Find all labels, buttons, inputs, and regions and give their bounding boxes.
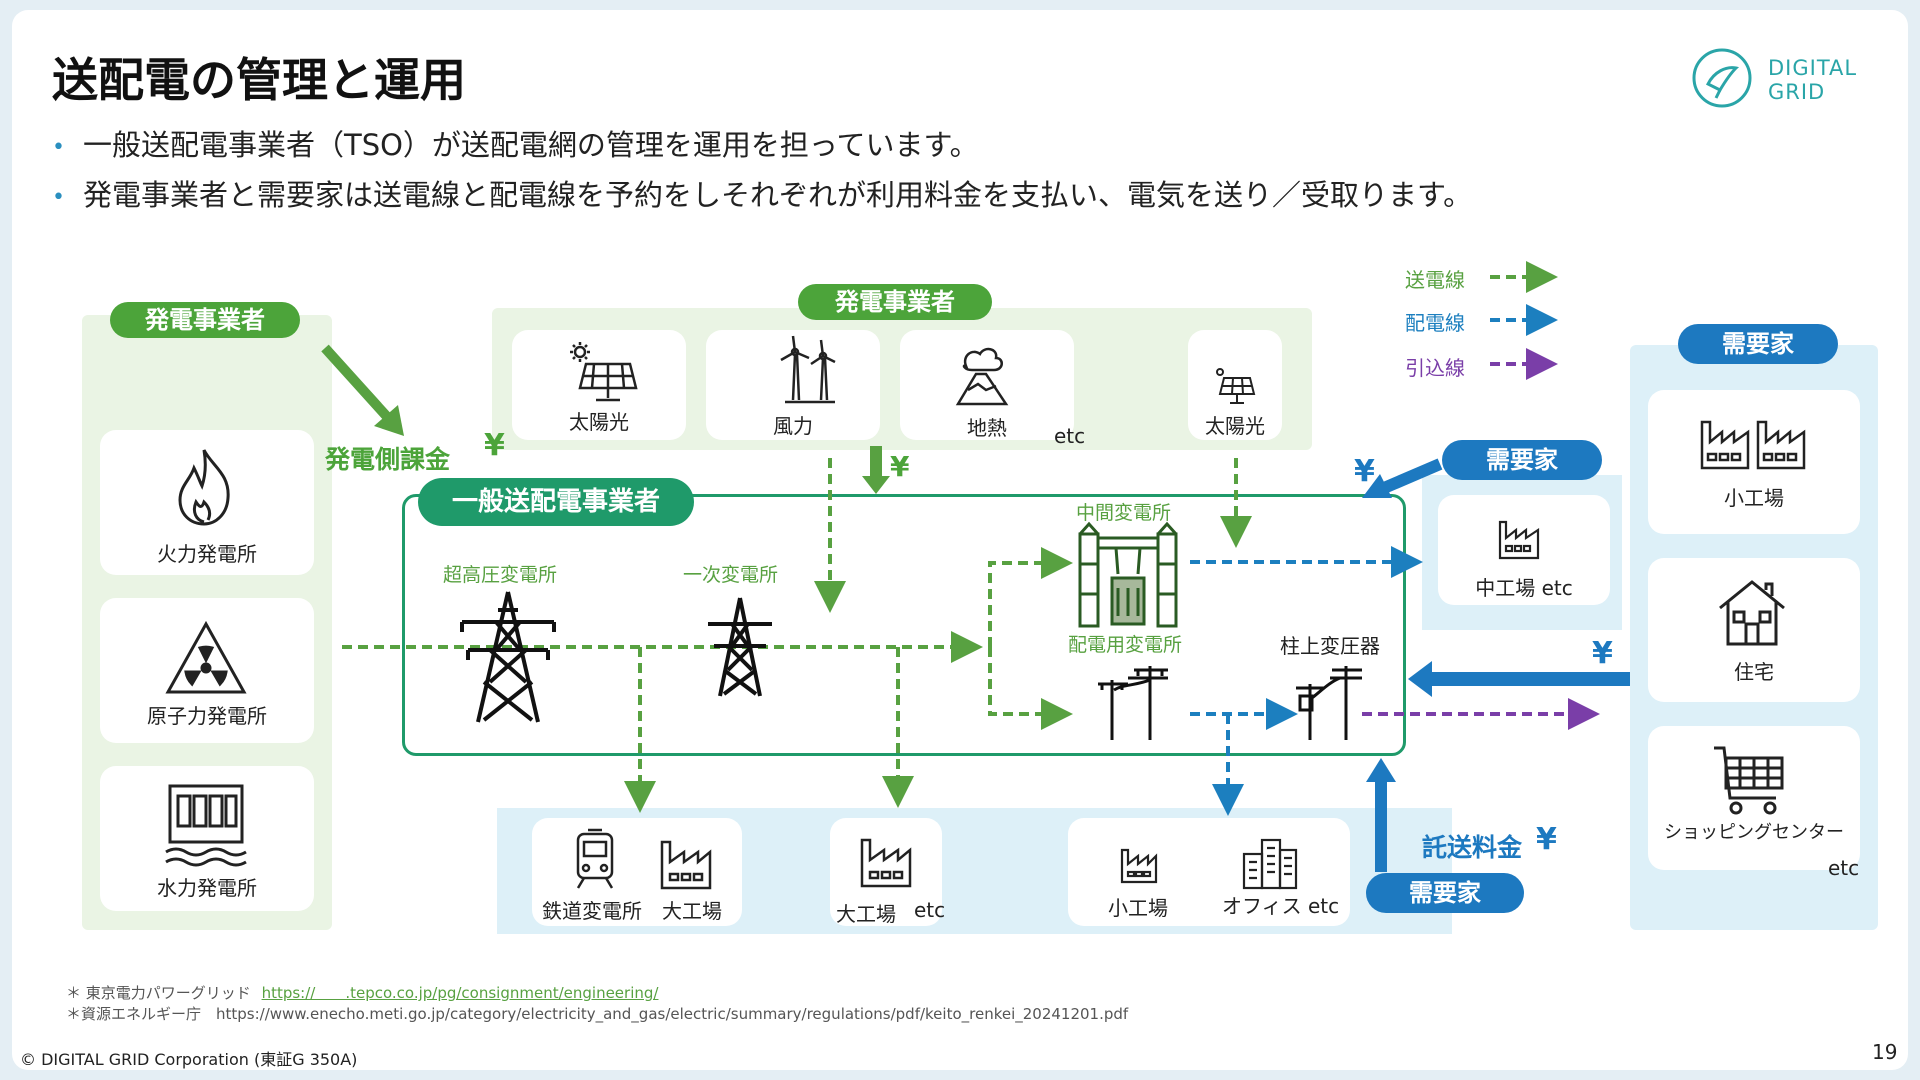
nuclear-plant-label: 原子力発電所 [147,704,267,728]
legend-distribution-label: 配電線 [1405,311,1465,335]
tso-box [402,494,1406,756]
train-icon [576,828,614,889]
pole-transformer-icon [1296,666,1362,740]
dam-icon [165,784,247,867]
bullet-2: •発電事業者と需要家は送電線と配電線を予約をしそれぞれが利用料金を支払い、電気を… [52,178,1473,212]
fire-icon [178,449,230,526]
payment-arrow-left-gen [321,344,404,436]
left-generator-pill: 発電事業者 [110,302,300,338]
ehv-substation-tower-icon [460,591,556,723]
solar-panel-icon [570,342,638,402]
card-hydro [100,766,314,911]
wind-label: 風力 [773,414,813,438]
footnote-1-link[interactable]: https:// .tepco.co.jp/pg/consignment/eng… [261,984,659,1002]
yen-icon: ¥ [890,450,910,483]
copyright: © DIGITAL GRID Corporation (東証G 350A) [20,1050,358,1069]
primary-substation-label: 一次変電所 [683,564,779,586]
pole-transformer-label: 柱上変圧器 [1280,634,1380,658]
payment-arrow-bottom-demand [1366,758,1396,872]
geothermal-label: 地熱 [967,416,1007,440]
payment-arrow-mid-demand [1362,458,1443,498]
office-label: オフィス etc [1222,894,1340,918]
ehv-substation-label: 超高圧変電所 [443,564,558,586]
nuclear-icon [165,620,247,694]
consignment-fee-label: 託送料金 [1422,833,1523,862]
yen-icon: ¥ [1536,822,1557,857]
yen-icon: ¥ [1592,636,1613,671]
bullet-1-text: 一般送配電事業者（TSO）が送配電網の管理を運用を担っています。 [82,128,979,162]
distribution-substation-label: 配電用変電所 [1068,634,1183,656]
legend-transmission-label: 送電線 [1405,268,1465,292]
wind-turbine-icon [780,335,836,404]
house-icon [1719,580,1785,646]
right-demand-etc: etc [1828,856,1860,880]
company-logo: DIGITAL GRID [1690,44,1870,114]
yen-icon: ¥ [484,428,505,463]
thermal-plant-label: 火力発電所 [157,542,257,566]
railway-substation-label: 鉄道変電所 [542,899,642,923]
shopping-center-label: ショッピングセンター [1664,822,1844,843]
payment-arrow-right-demand [1408,661,1630,697]
factory-icon [660,840,712,890]
tso-pill: 一般送配電事業者 [418,478,694,526]
bullet-2-text: 発電事業者と需要家は送電線と配電線を予約をしそれぞれが利用料金を支払い、電気を送… [82,178,1473,212]
factory-icon [860,838,912,888]
transmission-lines [342,458,1252,813]
distribution-lines [1190,546,1423,816]
intermediate-substation-label: 中間変電所 [1076,502,1172,524]
mid-factory-label: 中工場 etc [1475,576,1573,600]
factory-icon [1498,520,1540,560]
card-small-factory-right [1648,390,1860,534]
top-generator-etc: etc [1054,424,1086,448]
solar-label: 太陽光 [569,410,629,434]
mid-demand-pill: 需要家 [1442,440,1602,480]
small-factory-icon [1120,848,1158,884]
logo-mark-icon [1692,48,1752,108]
volcano-icon [955,347,1009,406]
large-factory-label: 大工場 [662,899,722,923]
bottom-demand-pill: 需要家 [1366,873,1524,913]
small-factory-label: 小工場 [1108,896,1168,920]
logo-line-2: GRID [1768,80,1826,104]
shopping-cart-icon [1714,746,1784,815]
small-factory-right-label: 小工場 [1724,486,1784,510]
card-railway-factory [532,818,742,926]
footnote-2: ＊資源エネルギー庁 https://www.enecho.meti.go.jp/… [66,1005,1129,1023]
top-generator-pill: 発電事業者 [798,284,992,320]
legend-service-label: 引込線 [1405,356,1465,380]
bullet-1: •一般送配電事業者（TSO）が送配電網の管理を運用を担っています。 [52,128,979,162]
primary-substation-tower-icon [708,597,772,697]
footnote-1: ＊ 東京電力パワーグリッド https:// .tepco.co.jp/pg/c… [66,982,658,1003]
office-building-icon [1242,838,1298,890]
footnote-1-text: ＊ 東京電力パワーグリッド [66,984,251,1002]
generation-fee-label: 発電側課金 [325,445,451,474]
intermediate-substation-icon [1078,521,1178,628]
payment-arrow-top-gen [862,446,890,494]
card-solar-1 [512,330,686,440]
distribution-substation-pole-icon [1098,666,1168,740]
logo-line-1: DIGITAL [1768,56,1858,80]
solar-label-2: 太陽光 [1205,414,1265,438]
card-small-office [1068,818,1350,926]
two-factories-icon [1700,420,1806,470]
right-demand-pill: 需要家 [1678,324,1838,364]
bottom-etc: etc [914,898,946,922]
large-factory-label-2: 大工場 [836,902,896,926]
yen-icon: ¥ [1354,454,1375,489]
page-number: 19 [1872,1040,1898,1064]
hydro-plant-label: 水力発電所 [157,876,257,900]
solar-panel-small-icon [1216,368,1256,404]
house-label: 住宅 [1734,660,1774,684]
page-title: 送配電の管理と運用 [52,53,466,107]
